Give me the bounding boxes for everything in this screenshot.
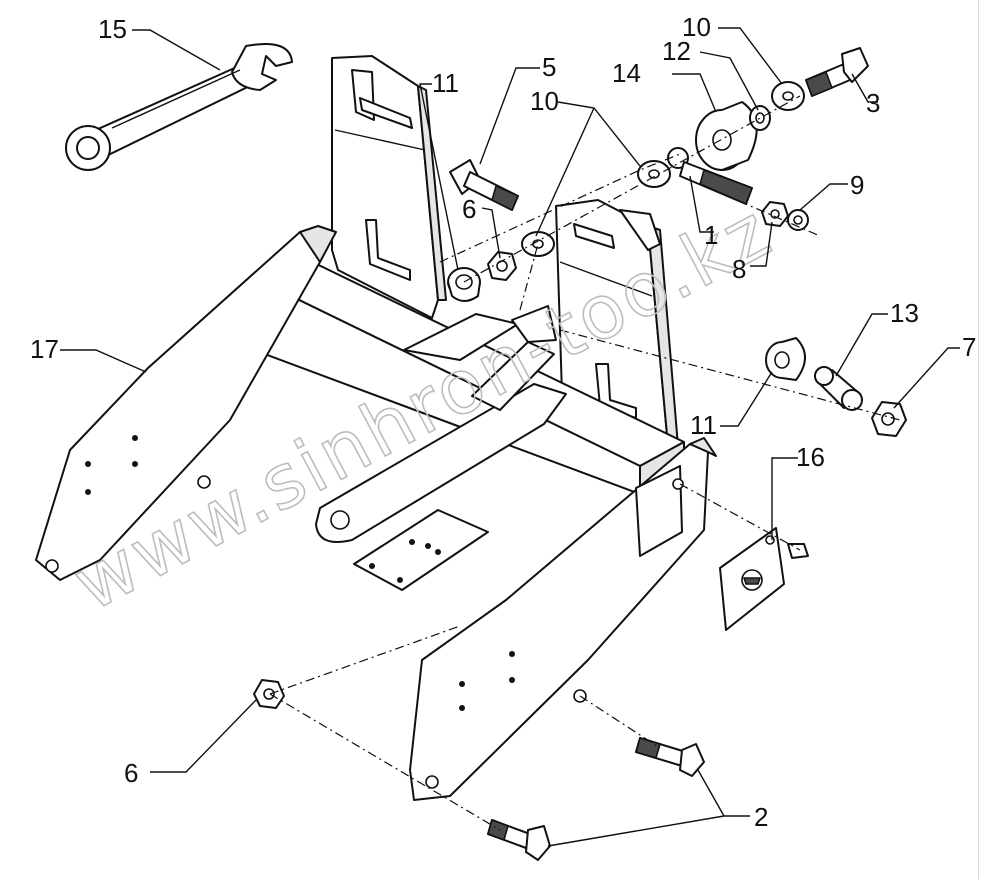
- bolt-icon: [667, 147, 753, 206]
- callout-labels: 15 5 11 10 14 12 10 3 6 9 1 8 17 13 7 11…: [30, 12, 976, 832]
- callout-5: 5: [542, 52, 556, 82]
- callout-16: 16: [796, 442, 825, 472]
- callout-14: 14: [612, 58, 641, 88]
- left-upright-bracket: [331, 55, 447, 319]
- right-side-plate: [409, 437, 717, 801]
- bolt-icon: [487, 819, 551, 861]
- washer-icon: [637, 160, 671, 188]
- callout-8: 8: [732, 254, 746, 284]
- hitch-arm: [315, 305, 567, 543]
- nut-icon: [253, 679, 285, 709]
- callout-6-upper: 6: [462, 194, 476, 224]
- assembly-lines: [269, 95, 901, 831]
- washer-icon: [521, 231, 555, 257]
- nut-icon: [487, 251, 517, 281]
- callout-12: 12: [662, 36, 691, 66]
- callout-17: 17: [30, 334, 59, 364]
- callout-13: 13: [890, 298, 919, 328]
- nut-icon: [761, 201, 789, 227]
- callout-3: 3: [866, 88, 880, 118]
- page-edge-divider: [978, 0, 979, 879]
- nut-icon: [871, 401, 907, 437]
- callout-10-left: 10: [530, 86, 559, 116]
- callout-11-upper: 11: [432, 68, 459, 98]
- washer-icon: [771, 81, 805, 111]
- bolt-icon: [635, 737, 705, 777]
- bolt-icon: [805, 47, 869, 97]
- callout-10-right: 10: [682, 12, 711, 42]
- base-plate: [353, 509, 489, 591]
- left-side-plate: [35, 225, 337, 581]
- callout-leaders: [60, 27, 960, 847]
- callout-7: 7: [962, 332, 976, 362]
- callout-1: 1: [704, 220, 718, 250]
- callout-11-lower: 11: [690, 410, 717, 440]
- callout-6-lower: 6: [124, 758, 138, 788]
- cover-plate-icon: [719, 527, 809, 631]
- callout-9: 9: [850, 170, 864, 200]
- bushing-icon: [765, 337, 806, 381]
- roller-icon: [695, 101, 758, 171]
- callout-15: 15: [98, 14, 127, 44]
- wrench-icon: [65, 43, 293, 171]
- bushing-icon: [447, 267, 481, 302]
- callout-2: 2: [754, 802, 768, 832]
- bolt-icon: [449, 159, 519, 212]
- spacer-icon: [814, 366, 863, 411]
- washer-icon: [749, 105, 771, 131]
